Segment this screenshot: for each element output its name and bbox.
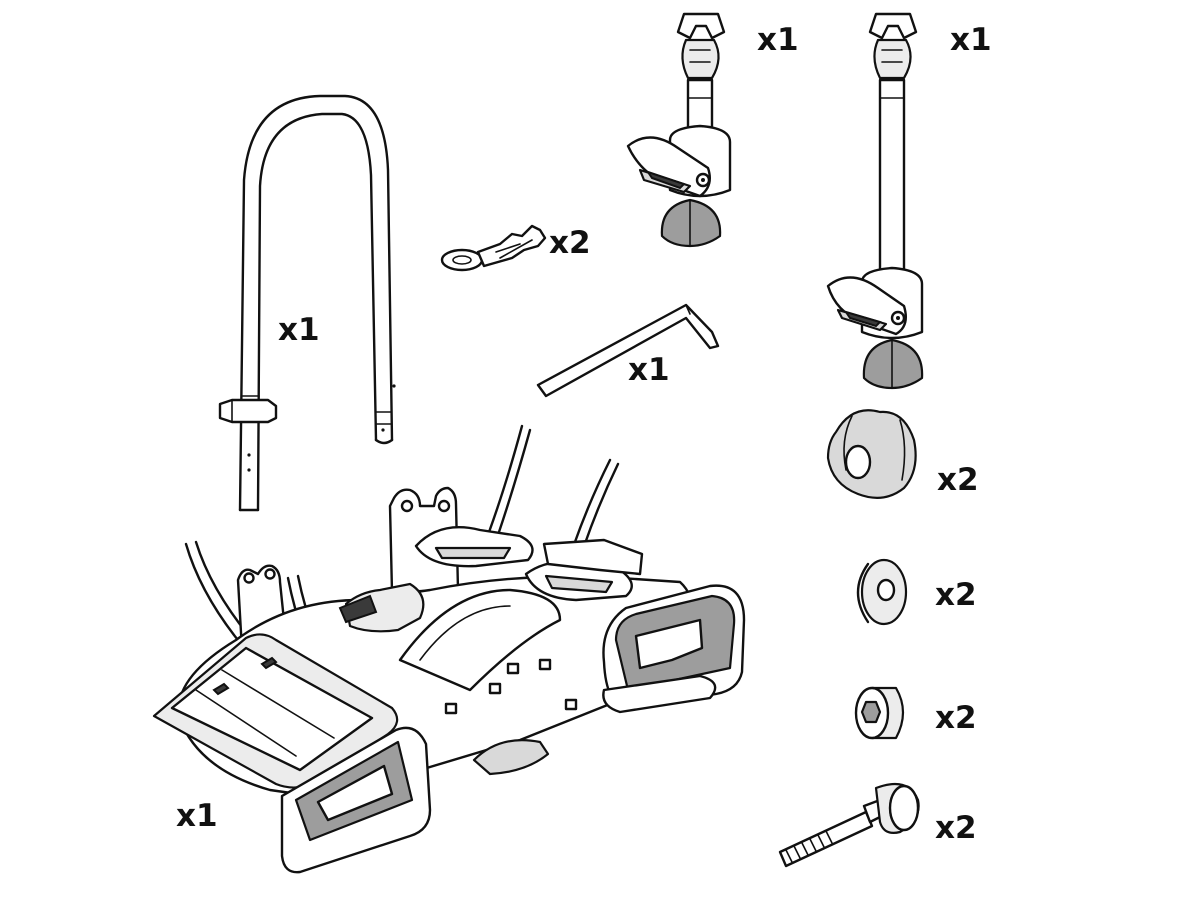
- frame-quantity: x1: [278, 312, 320, 348]
- long-frame-holder-quantity: x1: [950, 22, 992, 58]
- short-frame-holder-quantity: x1: [757, 22, 799, 58]
- hex-key-illustration: [536, 303, 720, 398]
- knob-quantity: x2: [937, 462, 979, 498]
- long-frame-holder-illustration: [826, 12, 924, 390]
- bolt-quantity: x2: [935, 810, 977, 846]
- main-carrier-quantity: x1: [176, 798, 218, 834]
- hex-key-quantity: x1: [628, 352, 670, 388]
- spacer-nut-illustration: [854, 686, 905, 740]
- spacer-nut-quantity: x2: [935, 700, 977, 736]
- bolt-illustration: [778, 782, 920, 868]
- main-carrier-illustration: [152, 424, 746, 874]
- key-illustration: [440, 224, 547, 272]
- knob-illustration: [826, 409, 917, 499]
- washer-quantity: x2: [935, 577, 977, 613]
- short-frame-holder-illustration: [626, 12, 732, 248]
- washer-illustration: [856, 558, 908, 626]
- frame-illustration: [218, 94, 396, 512]
- key-quantity: x2: [549, 225, 591, 261]
